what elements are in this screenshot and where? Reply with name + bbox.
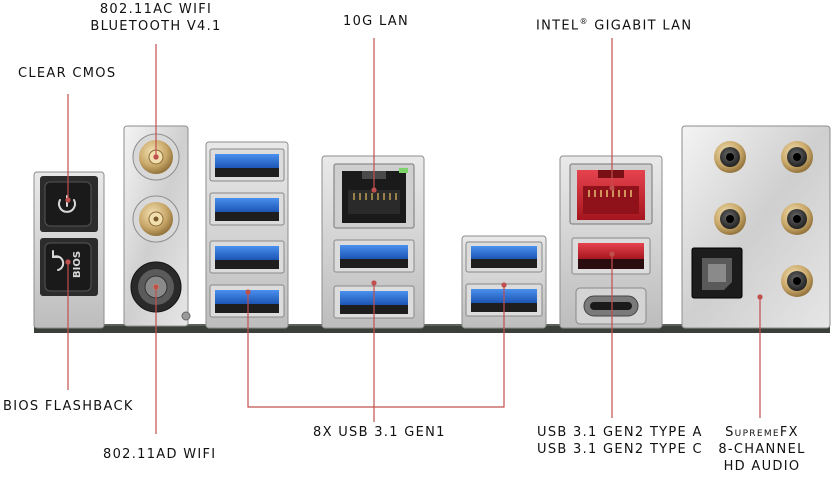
label-intel-lan-mark: ® xyxy=(579,17,589,26)
leader-lines xyxy=(67,38,761,434)
label-wifi-ad: 802.11AD WIFI xyxy=(103,447,217,462)
usb-port-icon[interactable] xyxy=(465,241,543,273)
bios-cmos-block: BIOS xyxy=(33,171,105,329)
label-wifi-ac: 802.11AC WIFI BLUETOOTH V4.1 xyxy=(86,1,226,35)
label-audio-line3: HD AUDIO xyxy=(723,459,801,474)
antenna-connector-icon xyxy=(132,195,180,243)
usb-port-icon[interactable] xyxy=(209,284,285,318)
usb-port-icon[interactable] xyxy=(209,148,285,182)
label-usb-gen1: 8X USB 3.1 GEN1 xyxy=(313,425,446,440)
label-wifi-ac-line2: BLUETOOTH V4.1 xyxy=(90,19,222,34)
audio-jack-icon[interactable] xyxy=(781,203,813,235)
label-audio-line2: 8-CHANNEL xyxy=(718,442,806,457)
label-audio: SupremeFX 8-CHANNEL HD AUDIO xyxy=(710,424,814,475)
audio-jack-icon[interactable] xyxy=(781,141,813,173)
audio-block xyxy=(681,125,831,329)
label-usb-gen2-a: USB 3.1 GEN2 TYPE A xyxy=(537,425,703,440)
label-intel-lan: INTEL® GIGABIT LAN xyxy=(536,13,692,34)
usb-stack-left xyxy=(205,141,289,329)
audio-jack-icon[interactable] xyxy=(781,265,813,297)
label-usb-gen2-c: USB 3.1 GEN2 TYPE C xyxy=(537,442,703,457)
label-intel-lan-suffix: GIGABIT LAN xyxy=(588,18,693,34)
audio-jack-icon[interactable] xyxy=(714,203,746,235)
intel-lan-block xyxy=(559,155,663,329)
label-bios-flashback: BIOS FLASHBACK xyxy=(3,399,134,414)
label-intel-lan-prefix: INTEL xyxy=(536,18,580,34)
label-10g-lan: 10G LAN xyxy=(343,14,410,29)
lan-10g-block xyxy=(321,155,425,329)
optical-spdif-icon[interactable] xyxy=(691,247,743,299)
usb-port-icon[interactable] xyxy=(333,239,415,273)
label-usb-gen2: USB 3.1 GEN2 TYPE A USB 3.1 GEN2 TYPE C xyxy=(537,424,703,458)
usb-c-port-icon[interactable] xyxy=(575,287,647,325)
ethernet-port-icon[interactable] xyxy=(569,163,653,225)
motherboard-edge-highlight xyxy=(34,324,830,326)
usb-port-icon[interactable] xyxy=(209,240,285,274)
leader-dots xyxy=(65,154,763,300)
label-audio-line1: SupremeFX xyxy=(725,425,799,440)
usb-port-icon[interactable] xyxy=(209,192,285,226)
motherboard-edge xyxy=(34,324,830,333)
audio-jack-icon[interactable] xyxy=(714,141,746,173)
label-clear-cmos: CLEAR CMOS xyxy=(18,66,117,81)
bios-button-text: BIOS xyxy=(72,251,83,278)
refresh-icon xyxy=(52,250,65,271)
label-wifi-ac-line1: 802.11AC WIFI xyxy=(99,2,213,17)
